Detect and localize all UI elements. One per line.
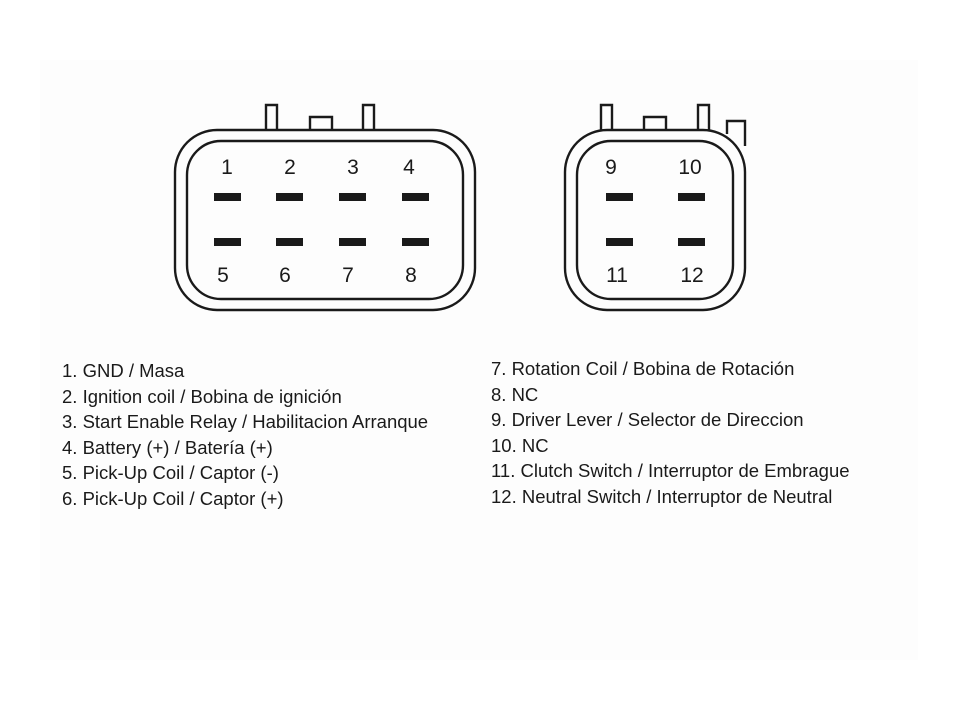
legend-item-pin-1: 1. GND / Masa	[62, 360, 185, 381]
terminal-7	[339, 238, 366, 246]
connector-4pin-numbers: 9 10 11 12	[605, 156, 704, 287]
connector-4pin-terminals	[606, 193, 705, 246]
connector-8pin-latch	[264, 103, 376, 130]
pin-label-1: 1	[221, 156, 233, 179]
pin-label-11: 11	[606, 264, 628, 287]
connector-4pin-outer-shell	[563, 128, 747, 312]
terminal-5	[214, 238, 241, 246]
pin-label-9: 9	[605, 156, 617, 179]
connector-8pin-inner-shell	[185, 139, 465, 301]
terminal-11	[606, 238, 633, 246]
legend-item-pin-6: 6. Pick-Up Coil / Captor (+)	[62, 487, 284, 509]
legend-item-pin-3: 3. Start Enable Relay / Habilitacion Arr…	[62, 411, 429, 433]
terminal-12	[678, 238, 705, 246]
pin-label-10: 10	[678, 156, 701, 179]
legend-item-pin-11: 11. Clutch Switch / Interruptor de Embra…	[491, 460, 850, 482]
legend-item-pin-4: 4. Battery (+) / Batería (+)	[62, 436, 273, 458]
terminal-2	[276, 193, 303, 201]
terminal-9	[606, 193, 633, 201]
terminal-4	[402, 193, 429, 201]
legend-item-pin-8: 8. NC	[491, 383, 539, 405]
pin-label-3: 3	[347, 156, 359, 179]
pin-label-4: 4	[403, 156, 415, 179]
terminal-1	[214, 193, 241, 201]
connector-4pin	[563, 103, 747, 312]
pin-label-8: 8	[405, 264, 417, 287]
legend-item-pin-2: 2. Ignition coil / Bobina de ignición	[62, 385, 342, 407]
terminal-3	[339, 193, 366, 201]
legend-item-pin-12: 12. Neutral Switch / Interruptor de Neut…	[491, 485, 833, 507]
connector-8pin	[173, 103, 477, 312]
diagram-background	[40, 60, 918, 660]
connector-4pin-inner-shell	[575, 139, 735, 301]
connector-8pin-outer-shell	[173, 128, 477, 312]
legend-item-pin-10: 10. NC	[491, 434, 549, 456]
legend-item-pin-7: 7. Rotation Coil / Bobina de Rotación	[491, 358, 795, 379]
terminal-6	[276, 238, 303, 246]
pin-label-2: 2	[284, 156, 296, 179]
pin-label-6: 6	[279, 264, 291, 287]
pin-label-5: 5	[217, 264, 229, 287]
connector-4pin-latch	[599, 103, 747, 146]
terminal-10	[678, 193, 705, 201]
pin-label-7: 7	[342, 264, 354, 287]
terminal-8	[402, 238, 429, 246]
pin-label-12: 12	[680, 264, 703, 287]
connector-8pin-numbers: 1 2 3 4 5 6 7 8	[217, 156, 417, 287]
pin-legend-right: 7. Rotation Coil / Bobina de Rotación 8.…	[491, 356, 850, 510]
legend-item-pin-5: 5. Pick-Up Coil / Captor (-)	[62, 462, 279, 484]
connector-8pin-terminals	[214, 193, 429, 246]
pin-legend-left: 1. GND / Masa 2. Ignition coil / Bobina …	[62, 358, 428, 512]
legend-item-pin-9: 9. Driver Lever / Selector de Direccion	[491, 409, 804, 431]
